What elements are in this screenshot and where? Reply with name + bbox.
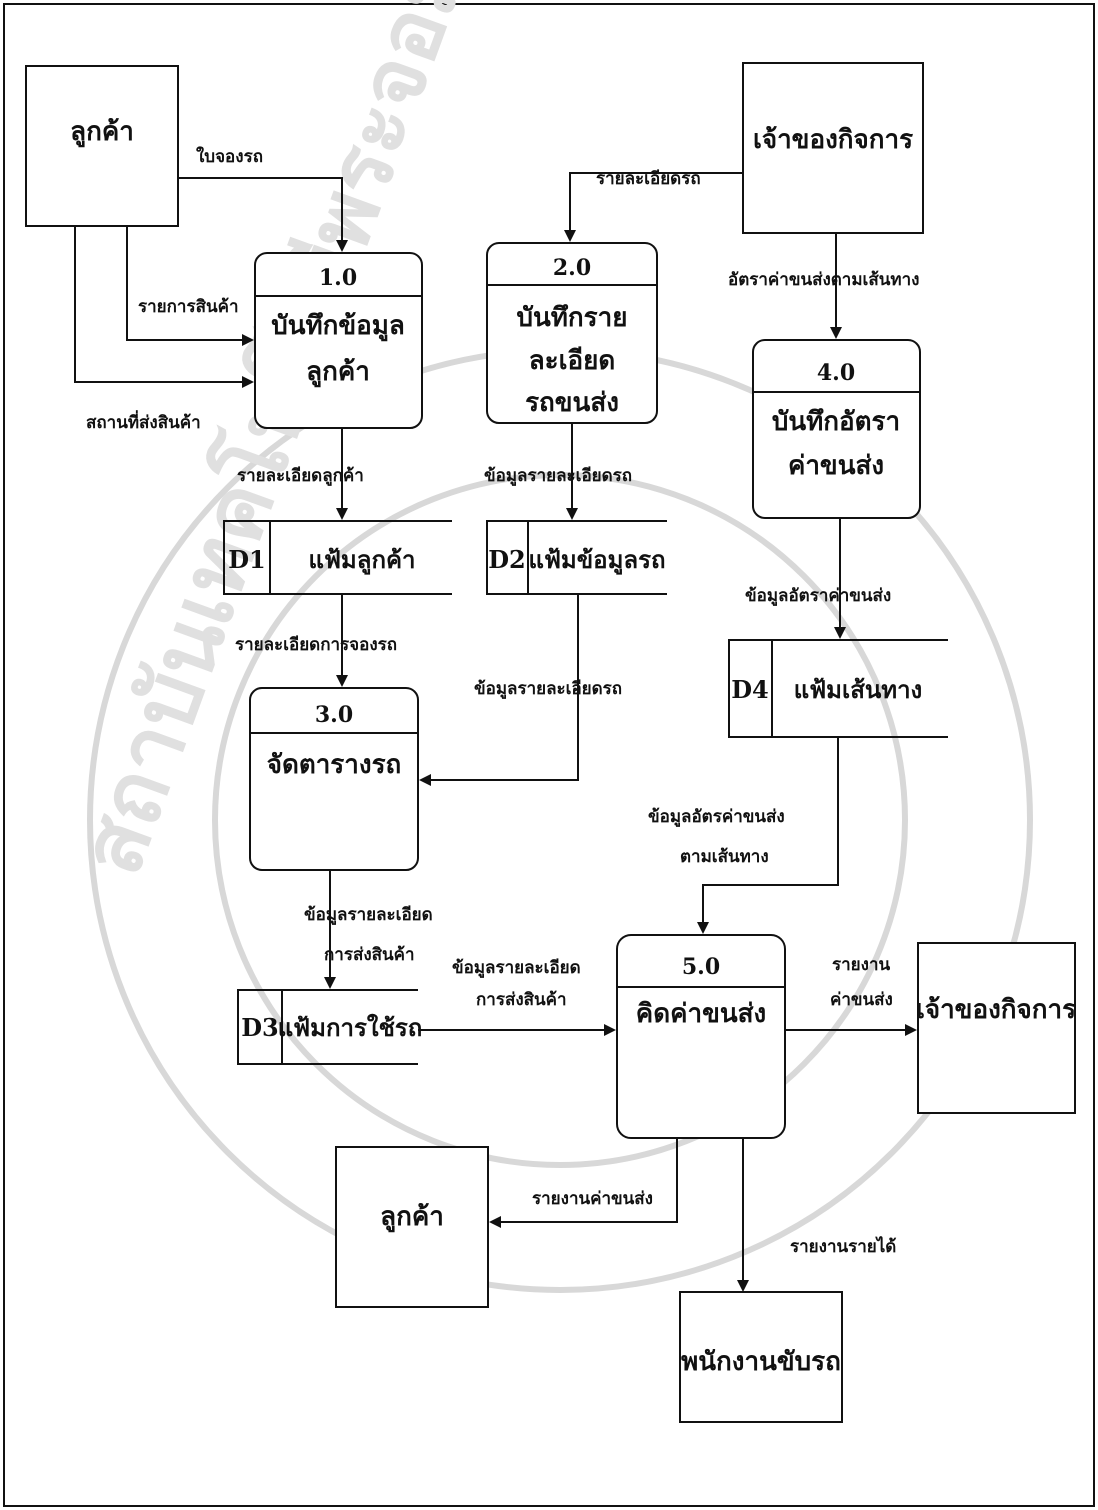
flow-booking-line [178, 177, 348, 252]
process-2-line-2: ละเอียด [529, 346, 616, 376]
process-2-line-3: รถขนส่ง [525, 388, 619, 418]
entity-owner-right [917, 942, 1076, 1114]
store-d4: D4 แฟ้มเส้นทาง [728, 639, 948, 738]
store-d1-name: แฟ้มลูกค้า [308, 545, 415, 575]
process-3-line-1: จัดตารางรถ [267, 750, 402, 780]
process-2-id: 2.0 [553, 255, 591, 281]
flow-rate-route-line [697, 737, 839, 934]
entity-customer-top [25, 65, 179, 227]
flow-customer-detail-label: รายละเอียดลูกค้า [237, 465, 364, 487]
flow-report-label-2: ค่าขนส่ง [830, 990, 893, 1010]
process-1-line-2: ลูกค้า [306, 357, 370, 388]
process-2: 2.0 บันทึกราย ละเอียด รถขนส่ง [486, 242, 658, 424]
flow-report-label-1: รายงาน [832, 955, 890, 975]
flow-shipping-detail-label-2: การส่งสินค้า [324, 945, 415, 965]
flow-delivery-place-line [74, 226, 254, 388]
flow-shipping-detail5-label-1: ข้อมูลรายละเอียด [452, 957, 581, 979]
flow-rate-data-label: ข้อมูลอัตราค่าขนส่ง [745, 586, 891, 607]
process-1-id: 1.0 [319, 265, 357, 291]
flow-cost-report-label: รายงานค่าขนส่ง [532, 1189, 653, 1209]
process-5-line-1: คิดค่าขนส่ง [636, 999, 766, 1029]
flow-route-rate-label: อัตราค่าขนส่งตามเส้นทาง [728, 270, 919, 290]
process-1: 1.0 บันทึกข้อมูล ลูกค้า [254, 252, 423, 429]
flow-product-list-label: รายการสินค้า [138, 297, 239, 317]
flow-income-report-label: รายงานรายได้ [790, 1236, 896, 1257]
store-d2-name: แฟ้มข้อมูลรถ [528, 545, 665, 575]
entity-driver-label: พนักงานขับรถ [681, 1347, 841, 1377]
flow-vehicle-data-d2-label: ข้อมูลรายละเอียดรถ [484, 465, 632, 487]
process-3-id: 3.0 [315, 702, 353, 728]
store-d1: D1 แฟ้มลูกค้า [223, 520, 452, 595]
flow-vehicle-detail-line [564, 172, 743, 242]
flow-vehicle-data-3-label: ข้อมูลรายละเอียดรถ [474, 678, 622, 700]
flow-vehicle-detail-label: รายละเอียดรถ [596, 168, 701, 189]
flow-shipping-detail5-label-2: การส่งสินค้า [476, 990, 567, 1010]
page-border [3, 3, 1095, 1507]
process-5-id: 5.0 [682, 954, 720, 980]
flow-cost-report-line [489, 1138, 678, 1228]
store-d4-id: D4 [731, 675, 769, 704]
entity-customer-top-label: ลูกค้า [70, 117, 134, 148]
process-4-line-1: บันทึกอัตรา [772, 407, 900, 437]
flow-delivery-place-label: สถานที่ส่งสินค้า [86, 410, 201, 433]
flow-vehicle-data-3-line [419, 594, 579, 786]
process-2-line-1: บันทึกราย [517, 303, 628, 333]
store-d2-id: D2 [488, 545, 526, 574]
process-4-id: 4.0 [817, 360, 855, 386]
store-d3-name: แฟ้มการใช้รถ [278, 1013, 423, 1042]
flow-rate-route-label-1: ข้อมูลอัตรค่าขนส่ง [648, 807, 785, 828]
entity-customer-bottom-label: ลูกค้า [380, 1202, 444, 1233]
flow-booking-label: ใบจองรถ [196, 146, 263, 167]
entity-owner-right-label: เจ้าของกิจการ [916, 995, 1076, 1025]
process-1-line-1: บันทึกข้อมูล [271, 311, 405, 342]
store-d2: D2 แฟ้มข้อมูลรถ [486, 520, 667, 595]
process-4-line-2: ค่าขนส่ง [788, 451, 884, 481]
process-5: 5.0 คิดค่าขนส่ง [616, 934, 786, 1139]
flow-rate-route-label-2: ตามเส้นทาง [680, 847, 769, 867]
entity-owner-top [742, 62, 924, 234]
store-d3: D3 แฟ้มการใช้รถ [237, 989, 423, 1065]
store-d3-id: D3 [241, 1013, 279, 1042]
flow-product-list-line [126, 226, 254, 346]
store-d1-id: D1 [228, 545, 266, 574]
entity-customer-bottom [335, 1146, 489, 1308]
flow-shipping-detail-label-1: ข้อมูลรายละเอียด [304, 904, 433, 926]
flow-booking-detail-label: รายละเอียดการจองรถ [235, 634, 397, 655]
process-3: 3.0 จัดตารางรถ [249, 687, 419, 871]
entity-driver [679, 1291, 843, 1423]
store-d4-name: แฟ้มเส้นทาง [794, 675, 923, 704]
process-4: 4.0 บันทึกอัตรา ค่าขนส่ง [752, 339, 921, 519]
entity-owner-top-label: เจ้าของกิจการ [753, 125, 913, 155]
